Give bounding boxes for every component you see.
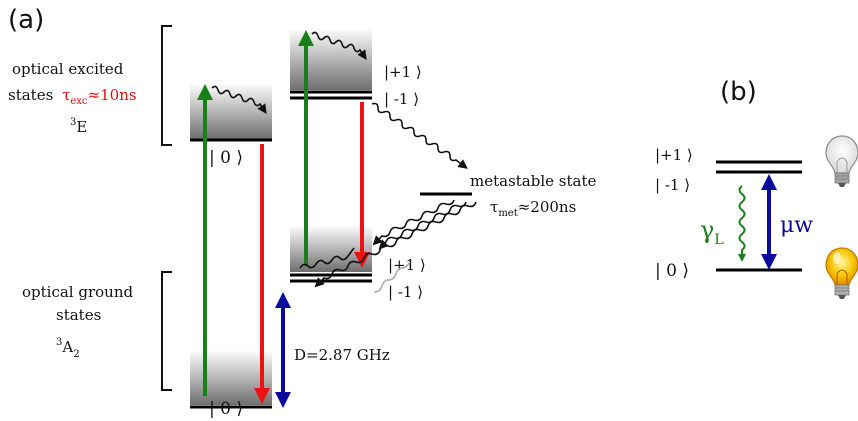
panel-label-a: (a) xyxy=(8,5,44,35)
excited-term-symbol: 3E xyxy=(70,117,87,136)
excited-states-bracket xyxy=(161,25,172,146)
light-bulb-on-icon xyxy=(825,247,858,299)
gamma-l-label: γL xyxy=(700,216,724,248)
wavy-decay-arrows xyxy=(211,31,477,288)
excited-states-label-line1: optical excited xyxy=(12,60,124,78)
excited-band-ms0 xyxy=(190,83,272,139)
decay-metastable-to-minus1 xyxy=(378,201,467,250)
decay-metastable-to-ground-ms0-overlap xyxy=(373,261,411,293)
microwave-label: μw xyxy=(780,213,813,238)
ground-term-symbol: 3A2 xyxy=(56,337,80,360)
light-bulb-off-icon xyxy=(825,135,858,187)
panel-label-b: (b) xyxy=(720,77,757,107)
zero-field-splitting-label: D=2.87 GHz xyxy=(294,346,390,364)
ket-ground-zero: | 0 ⟩ xyxy=(209,399,243,419)
decay-within-ground-ms1 xyxy=(299,247,355,269)
ground-states-bracket xyxy=(161,271,172,391)
decay-metastable-to-plus1 xyxy=(372,199,455,246)
excited-band-ms1 xyxy=(290,28,372,90)
gamma-l-relaxation-arrow xyxy=(738,185,746,262)
ket-excited-minus1: | -1 ⟩ xyxy=(384,90,419,108)
metastable-state-label: metastable state xyxy=(470,172,596,190)
decay-metastable-to-ground-ms0 xyxy=(314,201,477,288)
ket-excited-zero: | 0 ⟩ xyxy=(209,148,243,168)
ket-b-zero: | 0 ⟩ xyxy=(655,261,689,281)
excited-states-label-line2: states τexc≈10ns xyxy=(8,86,137,107)
decay-within-excited-ms1 xyxy=(311,31,367,60)
decay-excited-to-metastable xyxy=(371,102,468,169)
ground-states-label-line2: states xyxy=(56,306,101,324)
ket-b-minus1: | -1 ⟩ xyxy=(655,176,690,194)
ket-excited-plus1: |+1 ⟩ xyxy=(384,63,422,81)
ket-ground-minus1: | -1 ⟩ xyxy=(388,283,423,301)
ground-states-label-line1: optical ground xyxy=(22,283,133,301)
decay-within-excited-ms0 xyxy=(211,85,267,114)
metastable-lifetime: τmet≈200ns xyxy=(490,198,576,219)
ket-b-plus1: |+1 ⟩ xyxy=(655,146,693,164)
ground-band-ms0 xyxy=(190,350,272,405)
